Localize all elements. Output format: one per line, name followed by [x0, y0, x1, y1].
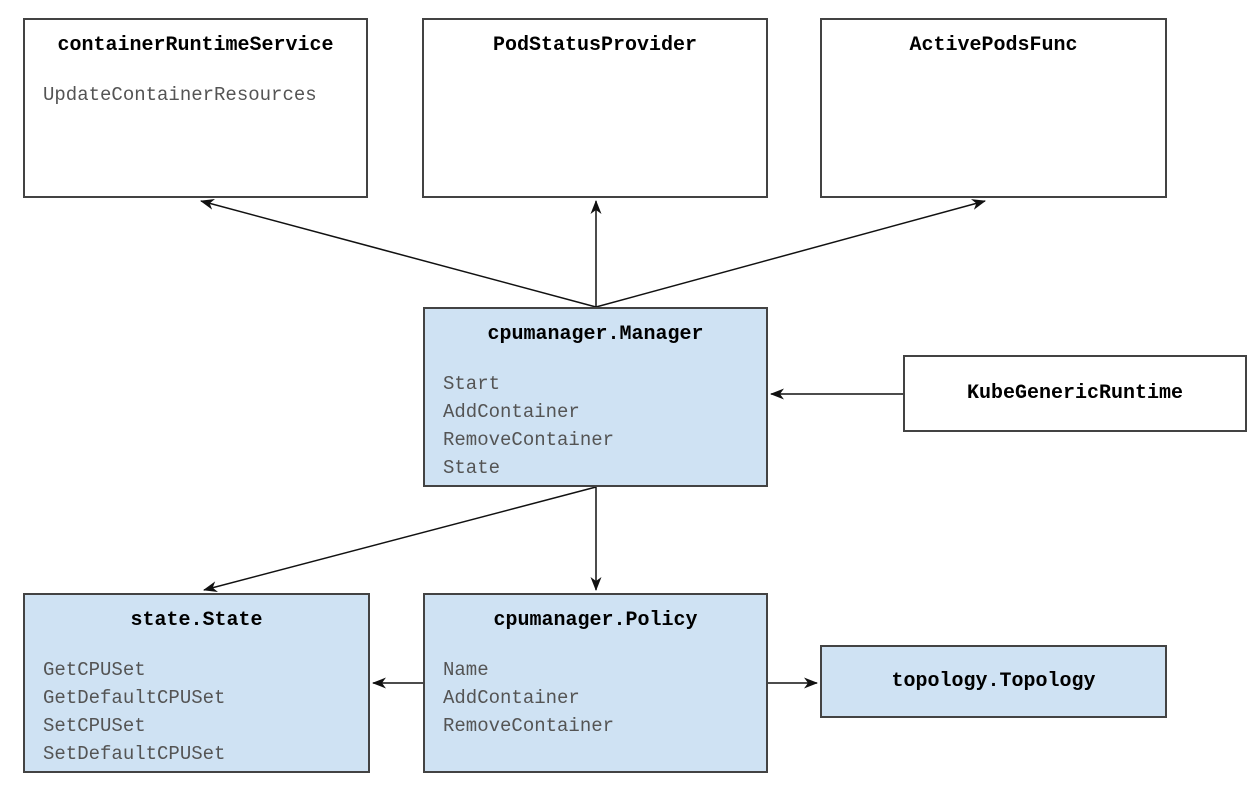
method-label: AddContainer	[443, 401, 580, 423]
method-label: SetDefaultCPUSet	[43, 743, 226, 765]
method-label: State	[443, 457, 501, 479]
method-label: RemoveContainer	[443, 715, 615, 737]
node-topology-topology: topology.Topology	[820, 645, 1167, 718]
method-label: GetDefaultCPUSet	[43, 687, 226, 709]
node-title: KubeGenericRuntime	[966, 382, 1184, 405]
node-method-list: Name AddContainer RemoveContainer	[425, 656, 766, 740]
node-title: ActivePodsFunc	[909, 34, 1078, 57]
node-title: cpumanager.Policy	[493, 609, 698, 632]
edge-cpumanager_manager-to-state_state	[203, 486, 597, 593]
node-pod-status-provider: PodStatusProvider	[422, 18, 768, 198]
node-container-runtime-service: containerRuntimeService UpdateContainerR…	[23, 18, 368, 198]
node-title: containerRuntimeService	[57, 34, 334, 57]
node-title: cpumanager.Manager	[487, 323, 704, 346]
node-state-state: state.State GetCPUSet GetDefaultCPUSet S…	[23, 593, 370, 773]
method-label: RemoveContainer	[443, 429, 615, 451]
node-cpumanager-policy: cpumanager.Policy Name AddContainer Remo…	[423, 593, 768, 773]
node-method-list: UpdateContainerResources	[25, 81, 366, 109]
method-label: SetCPUSet	[43, 715, 146, 737]
method-label: UpdateContainerResources	[43, 84, 317, 106]
node-cpumanager-manager: cpumanager.Manager Start AddContainer Re…	[423, 307, 768, 487]
node-kube-generic-runtime: KubeGenericRuntime	[903, 355, 1247, 432]
node-title: PodStatusProvider	[492, 34, 698, 57]
node-method-list: GetCPUSet GetDefaultCPUSet SetCPUSet Set…	[25, 656, 368, 768]
node-method-list: Start AddContainer RemoveContainer State	[425, 370, 766, 482]
node-active-pods-func: ActivePodsFunc	[820, 18, 1167, 198]
method-label: Start	[443, 373, 501, 395]
edge-cpumanager_manager-to-active_pods_func	[595, 199, 986, 308]
method-label: AddContainer	[443, 687, 580, 709]
edge-cpumanager_manager-to-container_runtime_service	[200, 199, 597, 308]
method-label: GetCPUSet	[43, 659, 146, 681]
method-label: Name	[443, 659, 489, 681]
node-title: topology.Topology	[891, 670, 1096, 693]
node-title: state.State	[130, 609, 263, 632]
